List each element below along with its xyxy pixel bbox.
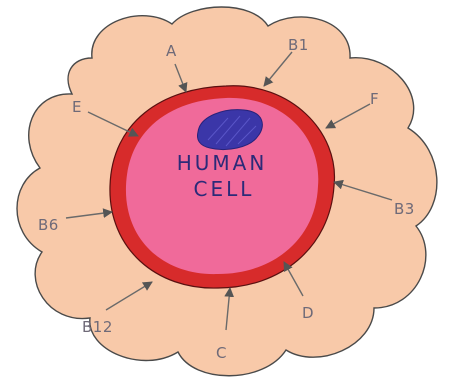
label-c: C	[216, 344, 227, 362]
label-b1: B1	[288, 36, 309, 54]
label-d: D	[302, 304, 314, 322]
label-b3: B3	[394, 200, 415, 218]
label-b12: B12	[82, 318, 113, 336]
label-b6: B6	[38, 216, 59, 234]
label-f: F	[370, 90, 379, 108]
label-e: E	[72, 98, 82, 116]
label-a: A	[166, 42, 177, 60]
cell-title-line1: HUMAN	[177, 151, 268, 175]
cell-title-line2: CELL	[194, 177, 255, 201]
